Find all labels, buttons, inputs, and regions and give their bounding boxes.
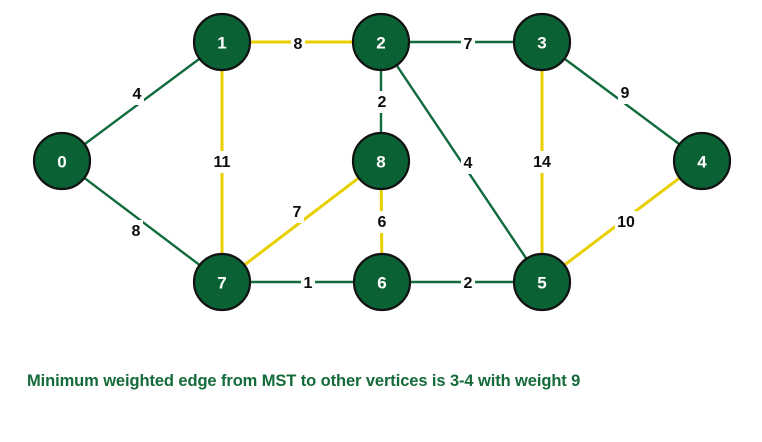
edge-weight-0-1: 4 [133,86,142,103]
edge-weight-halo [618,82,632,104]
edge-weight-6-8: 6 [378,214,387,231]
edge-weight-halo [291,33,305,55]
graph-node-label-5: 5 [537,274,546,293]
edge-weight-halo [290,201,304,223]
graph-node-2[interactable]: 2 [351,12,411,72]
edge-weight-5-6: 2 [464,275,473,292]
edge-weight-4-5: 10 [617,214,635,231]
edge-weight-halo [301,272,315,294]
graph-node-circle-5[interactable] [512,252,572,312]
graph-node-circle-2[interactable] [351,12,411,72]
graph-node-circle-0[interactable] [32,131,92,191]
graph-node-label-1: 1 [217,34,226,53]
edge-weight-halo [531,151,553,173]
graph-node-0[interactable]: 0 [32,131,92,191]
graph-node-label-8: 8 [376,153,385,172]
edge-weight-1-2: 8 [294,36,303,53]
edge-weight-3-5: 14 [533,154,551,171]
graph-node-circle-4[interactable] [672,131,732,191]
edge-weight-3-4: 9 [621,85,630,102]
graph-node-5[interactable]: 5 [512,252,572,312]
graph-node-4[interactable]: 4 [672,131,732,191]
edge-weight-halo [615,211,637,233]
graph-caption: Minimum weighted edge from MST to other … [27,372,581,390]
edge-weight-2-5: 4 [464,155,473,172]
graph-node-6[interactable]: 6 [352,252,412,312]
graph-node-circle-7[interactable] [192,252,252,312]
edge-weight-6-7: 1 [304,275,313,292]
edge-weight-halo [461,272,475,294]
nodes-layer: 0 1 2 3 4 5 6 7 8 [32,12,732,312]
graph-node-1[interactable]: 1 [192,12,252,72]
edge-weight-2-3: 7 [464,36,473,53]
graph-node-label-2: 2 [376,34,385,53]
edge-weights-layer: 4 8 8 11 7 2 4 9 14 10 2 1 6 7 [129,33,637,294]
graph-node-label-4: 4 [697,153,707,172]
edge-weight-1-7: 11 [214,154,231,171]
edge-weight-halo [375,211,389,233]
edge-weight-halo [130,83,144,105]
graph-node-7[interactable]: 7 [192,252,252,312]
graph-node-label-0: 0 [57,153,66,172]
graph-node-circle-1[interactable] [192,12,252,72]
edge-weight-0-7: 8 [132,223,141,240]
edge-weight-halo [129,220,143,242]
graph-node-circle-6[interactable] [352,252,412,312]
edge-weight-7-8: 7 [293,204,302,221]
graph-node-label-7: 7 [217,274,226,293]
edge-weight-2-8: 2 [378,94,387,111]
graph-node-circle-8[interactable] [351,131,411,191]
graph-node-8[interactable]: 8 [351,131,411,191]
edge-weight-halo [211,151,233,173]
graph-node-label-3: 3 [537,34,546,53]
edge-weight-halo [461,152,475,174]
edge-weight-halo [461,33,475,55]
graph-node-3[interactable]: 3 [512,12,572,72]
graph-node-circle-3[interactable] [512,12,572,72]
graph-node-label-6: 6 [377,274,386,293]
edge-weight-halo [375,91,389,113]
